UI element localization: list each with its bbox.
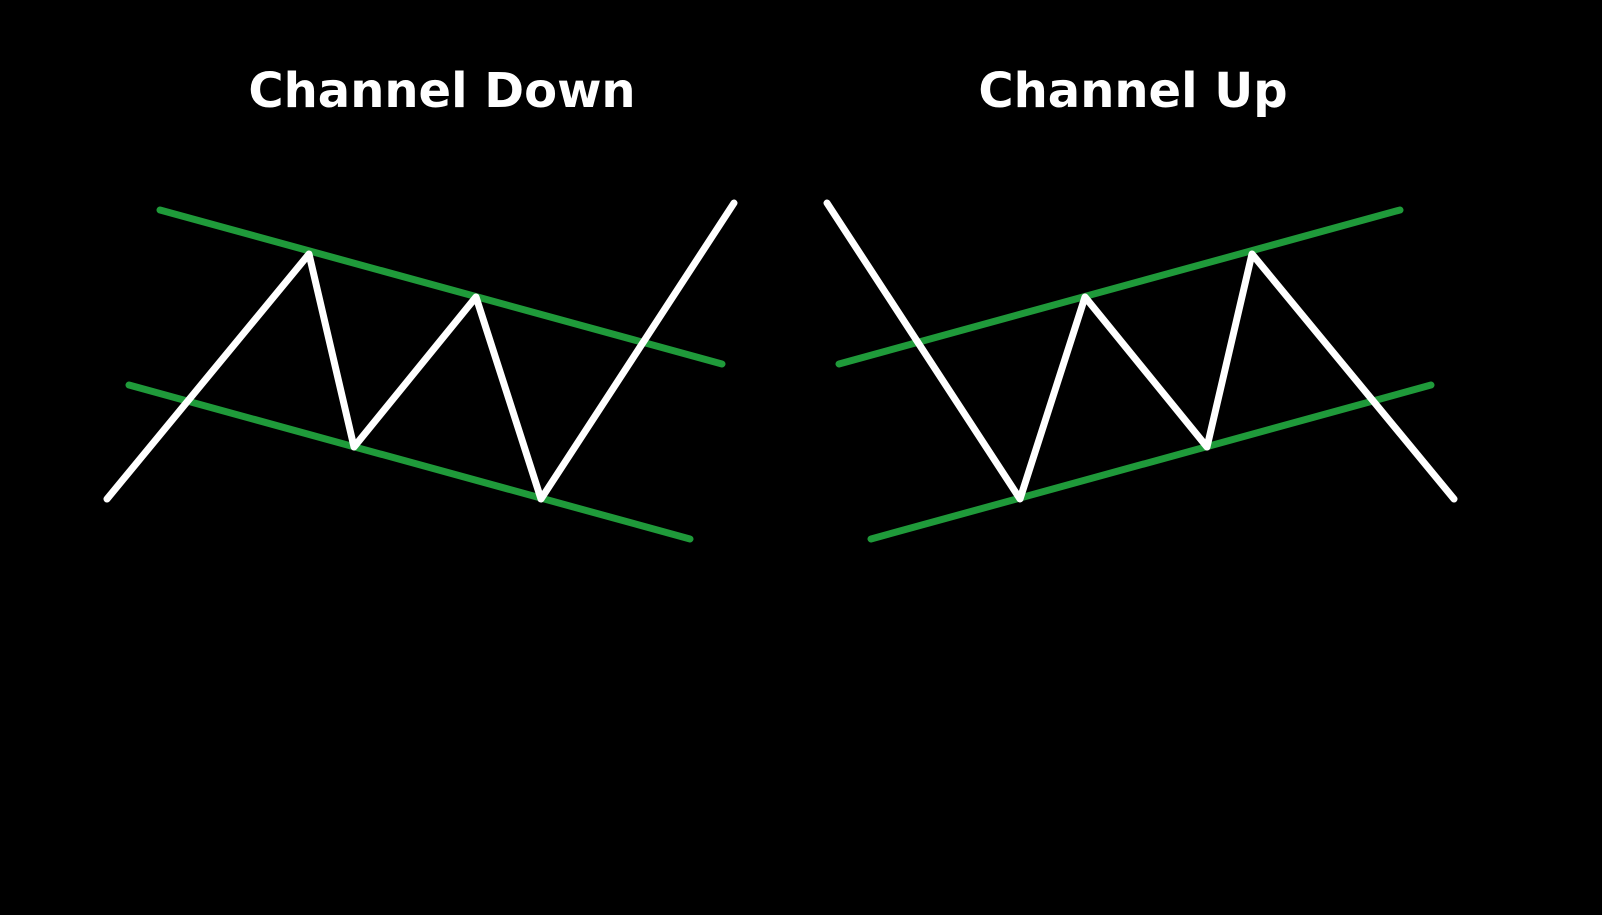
- upper-channel-line: [835, 206, 1404, 368]
- price-path: [103, 199, 738, 503]
- channel-up-diagram: Channel Up: [823, 63, 1458, 543]
- price-path: [823, 199, 1458, 503]
- upper-channel-line: [156, 206, 726, 368]
- channel-down-title: Channel Down: [248, 63, 635, 119]
- channel-up-title: Channel Up: [978, 63, 1287, 119]
- channel-down-diagram: Channel Down: [103, 63, 738, 543]
- lower-channel-line: [125, 381, 694, 543]
- lower-channel-line: [867, 381, 1435, 543]
